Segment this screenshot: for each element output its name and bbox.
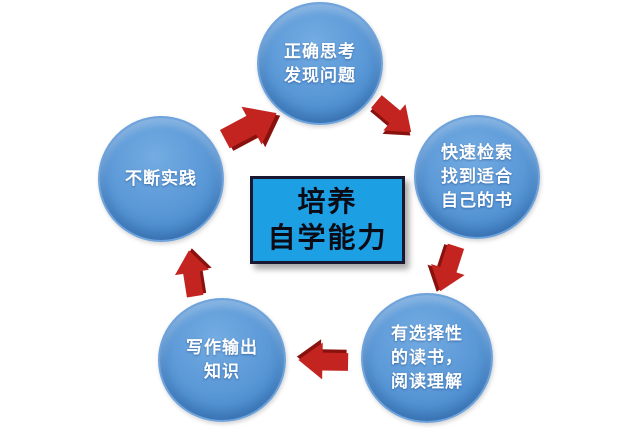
cycle-arrow-icon — [370, 95, 412, 136]
center-topic-box: 培养 自学能力 — [250, 176, 405, 264]
node-label: 正确思考 发现问题 — [284, 41, 356, 85]
node-label: 不断实践 — [125, 169, 197, 189]
cycle-arrow-icon — [296, 339, 349, 380]
node-label: 有选择性 的读书， 阅读理解 — [391, 324, 463, 391]
center-topic-label: 培养 自学能力 — [267, 185, 388, 253]
cycle-arrow-icon — [219, 106, 281, 151]
node-selective-reading: 有选择性 的读书， 阅读理解 — [361, 293, 493, 423]
node-writing-output: 写作输出 知识 — [158, 298, 286, 422]
node-constant-practice: 不断实践 — [98, 116, 224, 242]
node-label: 快速检索 找到适合 自己的书 — [441, 143, 513, 210]
cycle-arrow-icon — [427, 243, 465, 292]
node-label: 写作输出 知识 — [186, 338, 258, 381]
cycle-arrow-icon — [174, 248, 212, 298]
node-quick-search: 快速检索 找到适合 自己的书 — [414, 115, 540, 239]
node-correct-thinking: 正确思考 发现问题 — [257, 2, 383, 125]
